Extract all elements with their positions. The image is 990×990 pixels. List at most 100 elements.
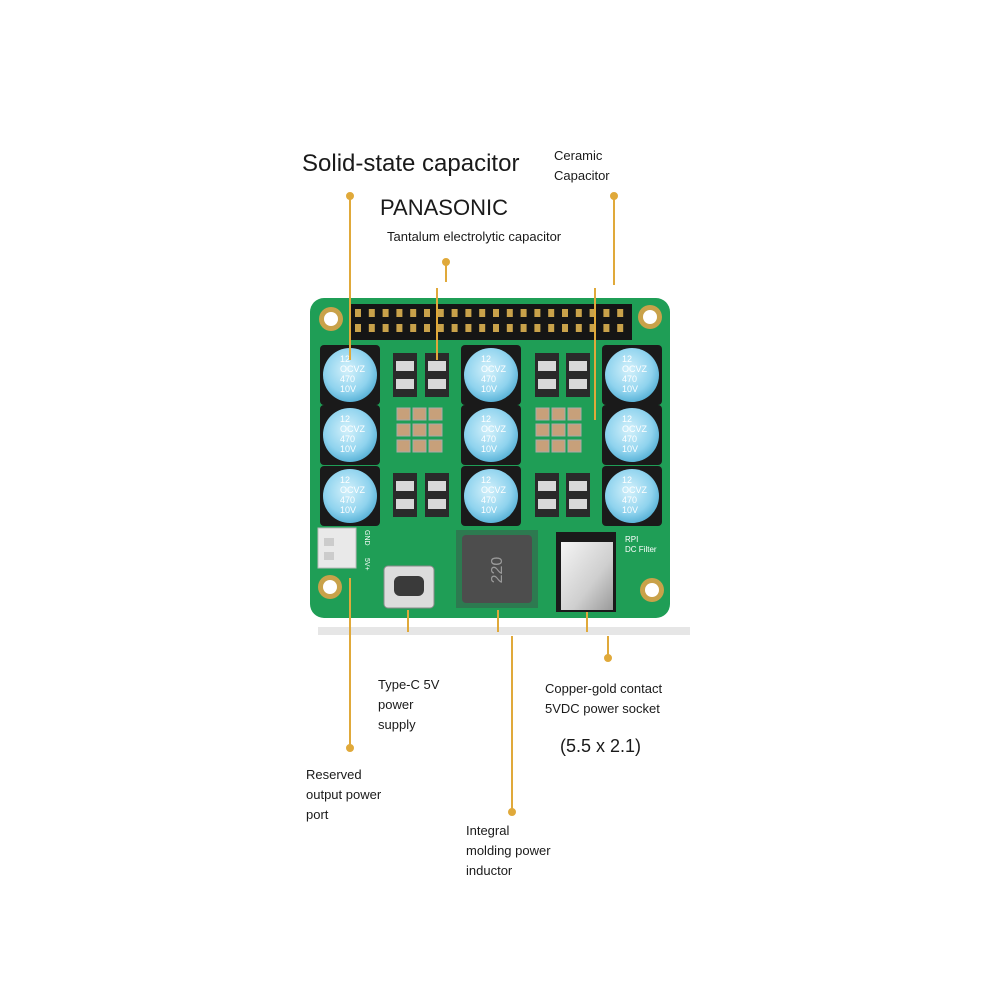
cap-marking: 12 [622,354,632,364]
tantalum-capacitor [566,353,590,397]
gpio-pin [603,309,610,317]
ceramic-capacitor [567,439,582,453]
gpio-pin [575,309,582,317]
cap-marking: OCVZ [622,364,648,374]
ceramic-capacitor [428,423,443,437]
cap-marking: 10V [622,444,638,454]
gpio-pin [451,309,458,317]
ceramic-capacitor [396,407,411,421]
tantalum-capacitors [393,353,590,517]
gpio-pin [368,309,375,317]
cap-marking: 12 [481,414,491,424]
cap-marking: 470 [622,374,637,384]
ceramic-capacitor-label: Ceramic Capacitor [554,148,610,183]
cap-marking: OCVZ [481,485,507,495]
cap-marking: OCVZ [481,364,507,374]
gpio-pin [410,324,417,332]
cap-marking: 10V [622,505,638,515]
cap-marking: 470 [481,374,496,384]
solid-state-capacitor-label: Solid-state capacitor [302,150,520,177]
gpio-pin [479,309,486,317]
jst-connector [317,527,357,569]
cap-marking: 12 [622,414,632,424]
silk-rpi: RPI [625,535,638,544]
cap-marking: 470 [622,495,637,505]
gpio-pin [396,324,403,332]
ceramic-capacitor [412,439,427,453]
cap-marking: 470 [340,374,355,384]
cap-marking: 10V [481,384,497,394]
cap-marking: 12 [481,354,491,364]
cap-marking: 12 [340,414,350,424]
tantalum-capacitor [425,473,449,517]
cap-marking: OCVZ [622,485,648,495]
cap-marking: 12 [340,475,350,485]
panasonic-label: PANASONIC [380,195,508,220]
cap-marking: 470 [622,434,637,444]
ceramic-capacitor [396,439,411,453]
cap-marking: OCVZ [340,364,366,374]
gpio-pin [493,309,499,317]
gpio-pin [562,324,568,332]
gpio-pin [368,324,375,332]
gpio-pin [562,309,568,317]
cap-marking: 10V [340,505,356,515]
tantalum-capacitor [393,353,417,397]
ceramic-capacitors [396,407,582,453]
tantalum-capacitor-label: Tantalum electrolytic capacitor [387,229,562,244]
socket-size-label: (5.5 x 2.1) [560,736,642,756]
gpio-pin [424,309,430,317]
cap-marking: 10V [481,505,497,515]
gpio-pin [506,309,513,317]
gpio-pin [617,324,624,332]
gpio-pin [575,324,582,332]
gpio-pin [355,309,361,317]
gpio-pin [424,324,430,332]
gpio-pin [437,309,444,317]
gpio-pin [603,324,610,332]
ceramic-capacitor [551,423,566,437]
ceramic-capacitor [412,407,427,421]
mounting-holes [318,305,664,602]
gpio-pin [520,309,527,317]
cap-marking: OCVZ [340,485,366,495]
tantalum-capacitor [393,473,417,517]
gpio-pin [589,324,596,332]
cap-marking: 10V [622,384,638,394]
ceramic-capacitor [535,407,550,421]
inductor-marking: 220 [489,557,506,584]
gpio-pin [617,309,624,317]
ceramic-capacitor [428,407,443,421]
ceramic-capacitor [567,423,582,437]
tantalum-capacitor [535,473,559,517]
gpio-pin [465,309,472,317]
solid-state-capacitors: 12OCVZ47010V12OCVZ47010V12OCVZ47010V12OC… [320,345,662,526]
inductor-label: Integral molding power inductor [466,823,551,878]
gpio-pin [534,309,541,317]
board-shadow [318,627,690,635]
copper-gold-socket-label: Copper-gold contact 5VDC power socket [545,681,663,716]
gpio-pins [355,309,624,332]
reserved-output-label: Reserved output power port [306,767,382,822]
gpio-pin [465,324,472,332]
gpio-pin [437,324,444,332]
ceramic-capacitor [428,439,443,453]
cap-marking: 10V [481,444,497,454]
silk-dc-filter: DC Filter [625,545,657,554]
gpio-pin [506,324,513,332]
ceramic-capacitor [535,439,550,453]
tantalum-capacitor [425,353,449,397]
gpio-pin [520,324,527,332]
ceramic-capacitor [535,423,550,437]
gpio-pin [410,309,417,317]
leader-lines [346,192,618,816]
gpio-pin [493,324,499,332]
gpio-pin [479,324,486,332]
